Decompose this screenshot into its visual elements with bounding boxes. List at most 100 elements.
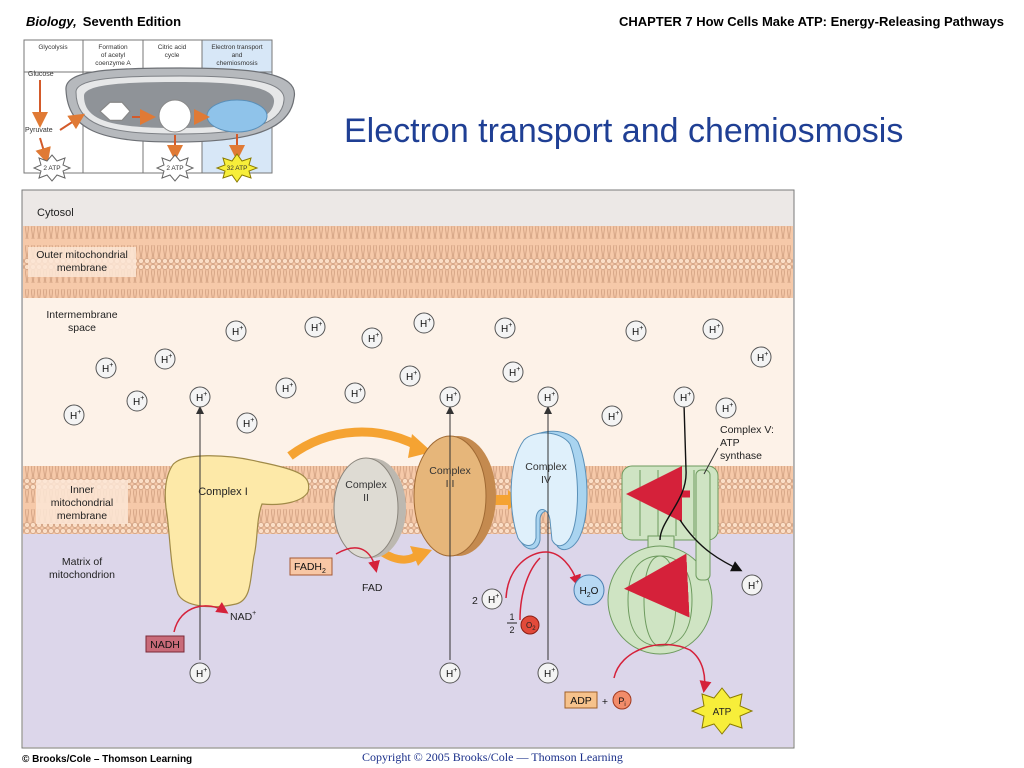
overview-stage-label: of acetyl [101,52,126,59]
outer-membrane-label-2: membrane [57,262,107,274]
half-numerator: 1 [509,612,514,622]
proton-ion [750,346,772,368]
main-diagram: Cytosol Outer mitochondrial membrane Int… [21,189,795,749]
proton-ion [361,327,383,349]
proton-label: H+ [311,321,322,334]
book-title: Biology, [26,14,77,29]
proton-label: H+ [102,362,113,375]
inner-membrane-label-1: Inner [70,484,94,496]
glucose-label: Glucose [28,71,54,78]
complex-v-label-3: synthase [720,450,762,462]
atp-etc-label: 32 ATP [227,165,248,172]
proton-ion [189,662,211,684]
fad-label: FAD [362,582,383,594]
intermembrane-label-1: Intermembrane [46,309,117,321]
inner-membrane-label-2: mitochondrial [51,497,113,509]
atp-citric-label: 2 ATP [166,165,183,172]
water-label: H2O [580,586,599,599]
proton-ion [275,377,297,399]
proton-label: H+ [488,593,499,606]
proton-ion [63,404,85,426]
complex-iv-label-2: IV [541,474,551,486]
proton-ion [673,386,695,408]
proton-ion [702,318,724,340]
proton-label: H+ [232,325,243,338]
proton-label: H+ [70,409,81,422]
proton-label: H+ [420,317,431,330]
fadh2-label: FADH2 [294,561,326,575]
proton-ion [537,662,559,684]
proton-label: H+ [243,417,254,430]
proton-label: H+ [351,387,362,400]
adp-label: ADP [570,695,592,707]
overview-stage-label: Glycolysis [38,44,68,51]
proton-label: H+ [608,410,619,423]
proton-label: H+ [748,579,759,592]
overview-stage-label: Formation [98,44,128,51]
proton-ion [154,348,176,370]
complex-iv-label-1: Complex [525,461,567,473]
proton-ion [399,365,421,387]
proton-ion [439,386,461,408]
slide-title: Electron transport and chemiosmosis [344,112,904,150]
complex-ii-label-1: Complex [345,479,387,491]
proton-label: H+ [446,667,457,680]
proton-ion [494,317,516,339]
proton-ion [601,405,623,427]
proton-ion [225,320,247,342]
copyright-notice: Copyright © 2005 Brooks/Cole — Thomson L… [362,750,623,764]
proton-label: H+ [544,391,555,404]
proton-label: H+ [544,667,555,680]
proton-group: H+ H+ H+ H+ H+ H+ H+ H+ H+ H+ H+ H+ H+ H+ H+ H+ H+ H+ H+ H+… [63,312,772,684]
proton-ion [537,386,559,408]
matrix-label-2: mitochondrion [49,569,115,581]
nadh-label: NADH [150,639,180,651]
complex-i: Complex I [164,455,310,608]
publisher-credit: © Brooks/Cole – Thomson Learning [22,754,193,765]
complex-ii-label-2: II [363,492,369,504]
atp-product-label: ATP [713,707,732,718]
proton-ion [502,361,524,383]
overview-stage-label: chemiosmosis [216,60,258,67]
proton-ion [189,386,211,408]
proton-label: H+ [680,391,691,404]
complex-iv: Complex IV [510,430,588,550]
proton-label: H+ [406,370,417,383]
complex-v-label-2: ATP [720,437,740,449]
proton-ion [741,574,763,596]
overview-stage-label: Citric acid [158,44,187,51]
proton-ion [413,312,435,334]
overview-stage-label: Electron transport [211,44,262,51]
pyruvate-label: Pyruvate [25,127,53,134]
book-edition: Seventh Edition [82,14,182,29]
proton-label: H+ [368,332,379,345]
atp-glycolysis-label: 2 ATP [43,165,60,172]
proton-ion [439,662,461,684]
nad-label: NAD+ [230,610,256,623]
proton-ion [344,382,366,404]
proton-label: H+ [509,366,520,379]
proton-label: H+ [133,395,144,408]
proton-label: H+ [722,402,733,415]
phosphate-label: Pi [618,696,625,708]
proton-label: H+ [501,322,512,335]
proton-label: H+ [446,391,457,404]
proton-label: H+ [196,391,207,404]
proton-label: H+ [632,325,643,338]
proton-ion [126,390,148,412]
matrix-label-1: Matrix of [62,556,102,568]
inner-membrane-label-3: membrane [57,510,107,522]
proton-label: H+ [709,323,720,336]
complex-iii: Complex III [413,435,496,557]
half-denominator: 2 [509,625,514,635]
complex-v-atp-synthase: Complex V: ATP synthase [607,403,774,655]
proton-ion [304,316,326,338]
oxygen-label: O2 [526,621,536,632]
two-label: 2 [472,595,478,607]
chapter-header: CHAPTER 7 How Cells Make ATP: Energy-Rel… [618,14,1004,29]
complex-i-label: Complex I [198,486,248,498]
proton-ion [481,588,503,610]
proton-ion [95,357,117,379]
